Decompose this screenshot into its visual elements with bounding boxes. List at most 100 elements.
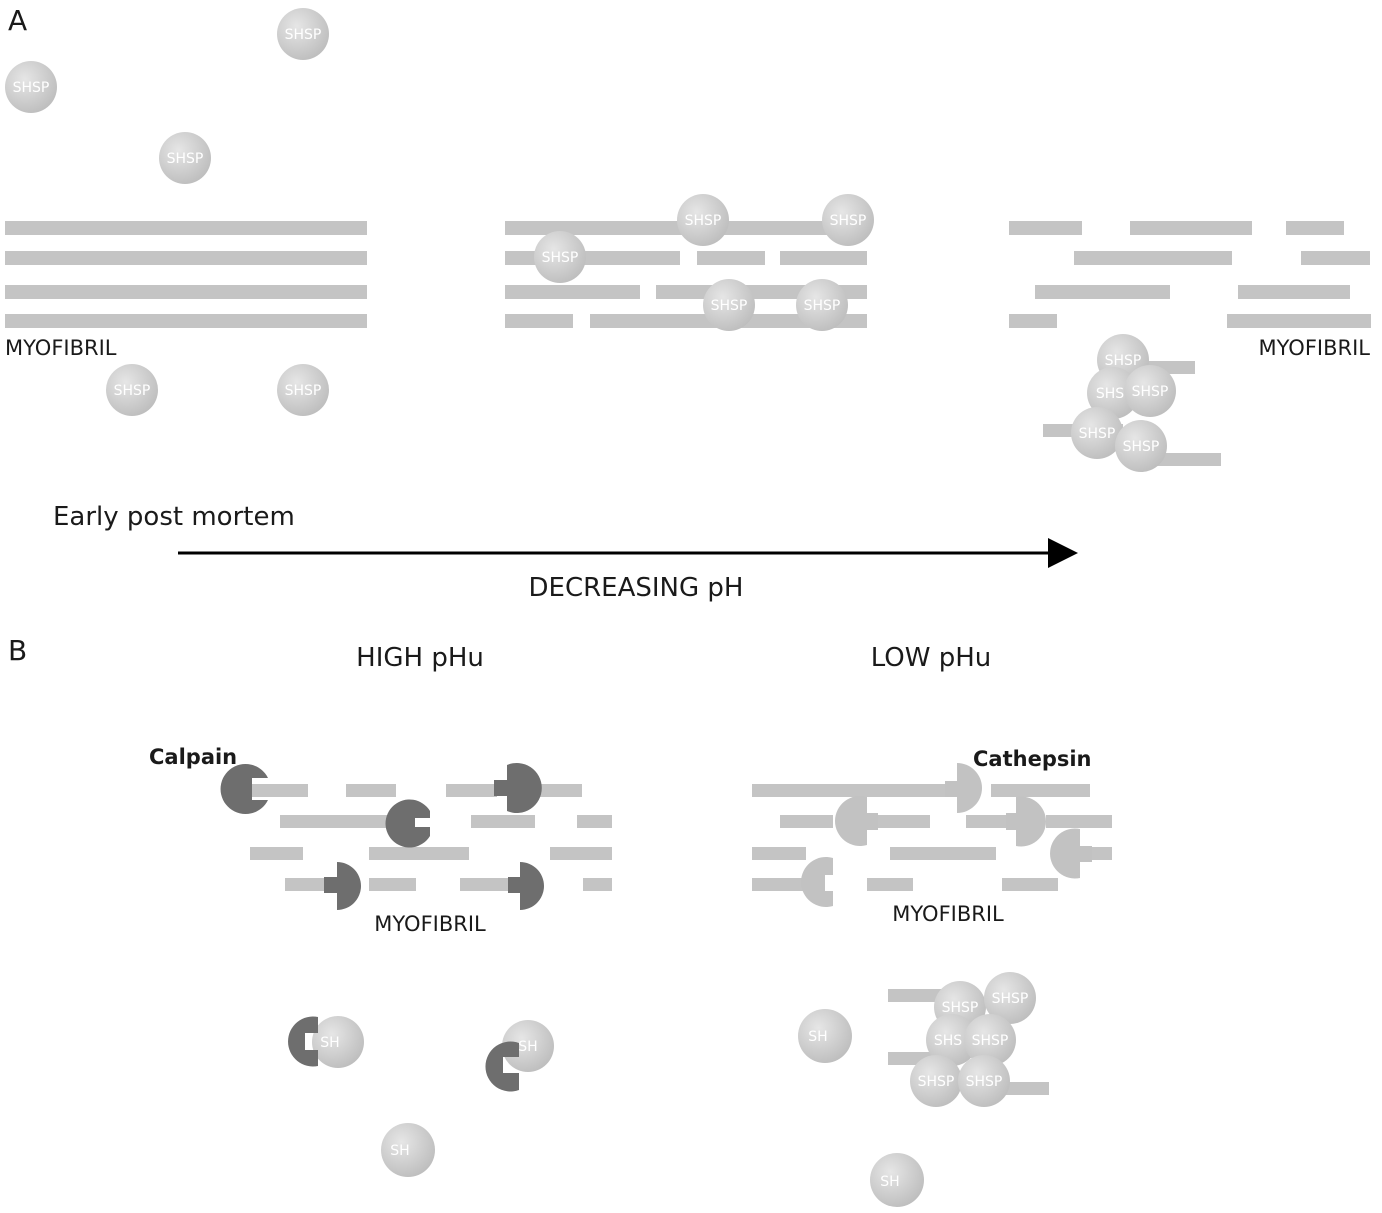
cathepsin-enzyme	[1050, 828, 1092, 879]
shsp-label: SH	[320, 1035, 339, 1051]
decreasing-ph-label: DECREASING pH	[529, 573, 744, 603]
shsp-protein: SH	[312, 1016, 364, 1068]
calpain-enzyme	[508, 862, 544, 910]
shsp-label: SHSP	[918, 1074, 955, 1090]
early-post-mortem-label: Early post mortem	[53, 502, 295, 532]
shsp-protein: SHSP	[958, 1055, 1010, 1107]
shsp-protein: SHS	[926, 1014, 978, 1066]
bound-shsp-group: SHSP SHSP SHSP SHSP SHSP	[534, 194, 874, 331]
filament	[1046, 815, 1112, 828]
filament	[780, 815, 833, 828]
filament	[583, 878, 612, 891]
calpain-enzyme	[485, 1041, 519, 1092]
filament	[780, 251, 867, 265]
shsp-protein: SHSP	[796, 279, 848, 331]
panel-label-b: B	[8, 634, 27, 667]
filament	[1009, 221, 1082, 235]
filament	[5, 285, 367, 299]
shsp-protein: SHS	[1087, 367, 1139, 419]
shsp-protein: SHSP	[703, 279, 755, 331]
myofibril-label: MYOFIBRIL	[5, 336, 117, 360]
shsp-label: SHSP	[830, 213, 867, 229]
aggregated-shsp-group: SHSP SHS SHSP SHSP SHSP	[1071, 334, 1176, 472]
calpain-label: Calpain	[149, 745, 237, 769]
low-phu-title: LOW pHu	[871, 643, 992, 673]
filament	[1074, 251, 1232, 265]
shsp-label: SHSP	[685, 213, 722, 229]
shsp-protein: SH	[381, 1123, 435, 1177]
shsp-protein: SHSP	[159, 132, 211, 184]
filament	[1002, 878, 1058, 891]
shsp-label: SHSP	[1123, 439, 1160, 455]
filament	[536, 784, 582, 797]
shsp-label: SHSP	[114, 383, 151, 399]
shsp-label: SH	[390, 1143, 409, 1159]
filament	[697, 251, 765, 265]
shsp-label: SHSP	[942, 1000, 979, 1016]
shsp-label: SHS	[1096, 386, 1124, 402]
filament	[471, 815, 535, 828]
shsp-label: SHSP	[13, 80, 50, 96]
filament	[369, 878, 416, 891]
filament	[867, 878, 913, 891]
calpain-shsp-complexes: SH SH SH	[288, 1016, 554, 1177]
filament	[577, 815, 612, 828]
calpain-enzyme	[494, 762, 542, 813]
filament	[1009, 314, 1057, 328]
calpain-enzymes	[220, 762, 544, 910]
shsp-label: SHSP	[285, 27, 322, 43]
filament	[280, 815, 398, 828]
filament	[1035, 285, 1170, 299]
myofibril-label: MYOFIBRIL	[1259, 336, 1371, 360]
filament	[5, 251, 367, 265]
filament	[1130, 221, 1252, 235]
filament	[752, 784, 945, 797]
filament	[250, 784, 308, 797]
filament	[890, 847, 996, 860]
shsp-label: SHSP	[285, 383, 322, 399]
cathepsin-enzyme	[1006, 796, 1046, 847]
filament	[1238, 285, 1350, 299]
shsp-label: SHSP	[1105, 353, 1142, 369]
calpain-enzyme	[385, 799, 430, 848]
shsp-protein: SHSP	[277, 364, 329, 416]
shsp-label: SHSP	[711, 298, 748, 314]
filament	[550, 847, 612, 860]
filament	[446, 784, 497, 797]
shsp-label: SHSP	[1079, 426, 1116, 442]
filament	[966, 815, 1006, 828]
shsp-protein: SHSP	[1115, 420, 1167, 472]
shsp-protein: SHSP	[277, 8, 329, 60]
calpain-enzyme	[324, 862, 361, 910]
filament	[346, 784, 396, 797]
cathepsin-enzyme	[800, 856, 833, 908]
shsp-label: SHSP	[992, 991, 1029, 1007]
calpain-myofibril	[250, 784, 612, 891]
free-shsp-group: SHSP SHSP SHSP SHSP SHSP	[5, 8, 329, 416]
shsp-label: SHSP	[804, 298, 841, 314]
filament	[505, 314, 573, 328]
shsp-protein: SHSP	[1071, 407, 1123, 459]
shsp-protein: SHSP	[964, 1014, 1016, 1066]
shsp-protein: SHSP	[984, 972, 1036, 1024]
myofibril-label: MYOFIBRIL	[374, 912, 486, 936]
calpain-enzyme	[220, 764, 268, 814]
filament	[1286, 221, 1344, 235]
cathepsin-enzyme	[945, 763, 982, 813]
filament	[878, 815, 930, 828]
shsp-protein: SHSP	[5, 61, 57, 113]
filament	[1301, 251, 1370, 265]
shsp-protein: SHSP	[106, 364, 158, 416]
panel-label-a: A	[8, 4, 27, 37]
shsp-protein: SH	[502, 1020, 554, 1072]
filament	[505, 285, 640, 299]
shsp-label: SHSP	[167, 151, 204, 167]
cathepsin-shsp-aggregates: SHSP SHSP SHS SHSP SHSP SHSP SH SH	[798, 972, 1049, 1207]
high-phu-title: HIGH pHu	[356, 643, 484, 673]
shsp-label: SHSP	[542, 250, 579, 266]
shsp-protein: SHSP	[534, 231, 586, 283]
filament-fragment	[1150, 453, 1221, 466]
filament	[5, 314, 367, 328]
shsp-protein: SHSP	[910, 1055, 962, 1107]
cathepsin-enzyme	[835, 796, 878, 846]
